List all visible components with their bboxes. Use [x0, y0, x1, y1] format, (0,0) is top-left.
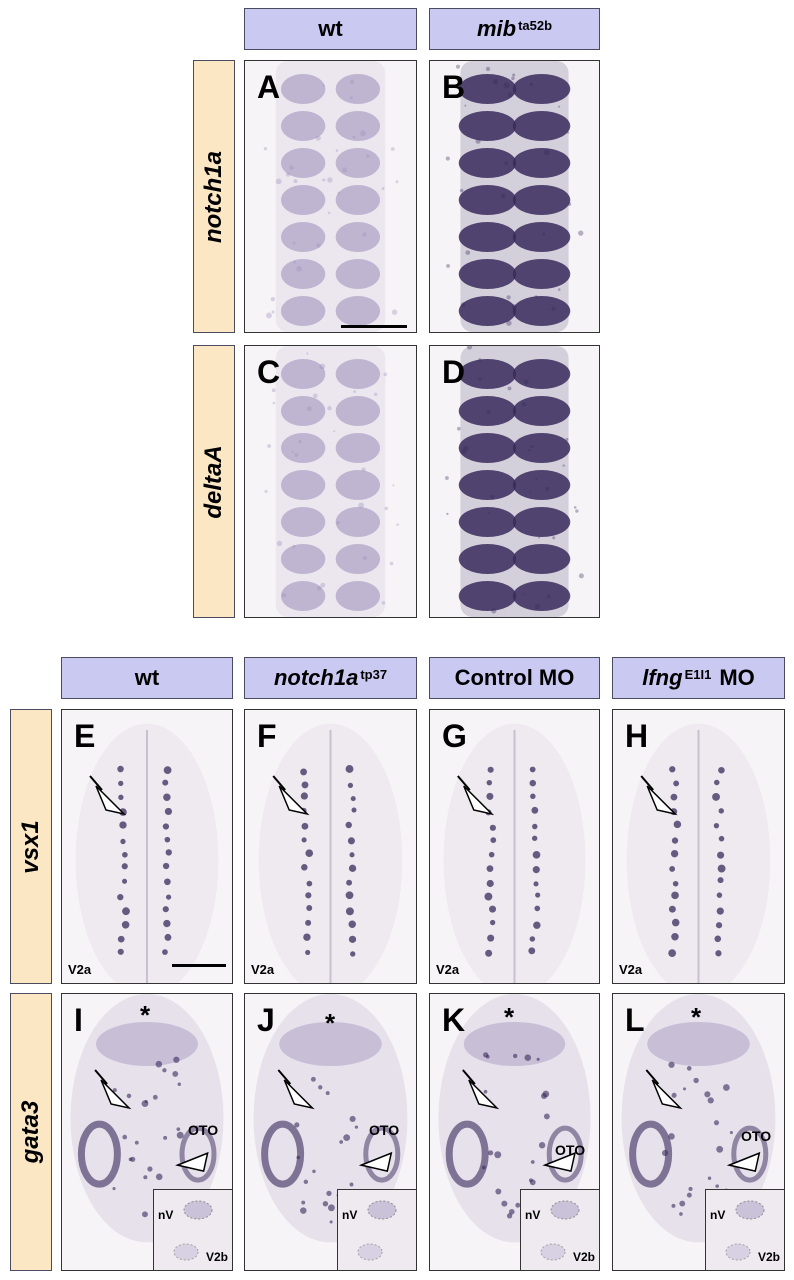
row-label-gata3: gata3	[10, 993, 52, 1271]
panel-K: K * OTO nV V2b	[429, 993, 600, 1271]
inset: nV V2b	[153, 1189, 232, 1270]
inset-v2b-label: V2b	[572, 1250, 595, 1264]
column-header-wt-top: wt	[244, 8, 417, 50]
tissue-stain	[258, 723, 403, 983]
inset-nv-label: nV	[158, 1208, 174, 1222]
panel-letter: E	[74, 718, 96, 754]
inset-v2b-label: V2b	[757, 1250, 780, 1264]
panel-J: J * OTO nV	[244, 993, 417, 1271]
header-label: lfng	[642, 665, 683, 690]
oto-label: OTO	[555, 1142, 586, 1158]
tissue-stain	[445, 61, 584, 332]
header-label: Control MO	[454, 665, 575, 690]
column-header-wt-bottom: wt	[61, 657, 233, 699]
panel-D: D	[429, 345, 600, 618]
header-label: mib	[476, 16, 517, 41]
v2a-label: V2a	[619, 962, 643, 977]
panel-H: H V2a	[612, 709, 785, 984]
panel-letter: H	[625, 718, 649, 754]
inset: nV	[337, 1189, 416, 1270]
tissue-stain	[438, 994, 591, 1243]
asterisk-marker: *	[140, 1000, 151, 1030]
tissue-stain	[264, 346, 399, 617]
panel-letter: C	[257, 354, 281, 390]
tissue-stain	[621, 994, 776, 1243]
row-label-deltaA: deltaA	[193, 345, 235, 618]
header-superscript: ta52b	[518, 17, 553, 33]
panel-C: C	[244, 345, 417, 618]
panel-letter: A	[257, 69, 281, 105]
tissue-stain	[70, 994, 224, 1243]
header-label: wt	[134, 665, 160, 690]
inset-v2b-label: V2b	[205, 1250, 228, 1264]
v2a-label: V2a	[68, 962, 92, 977]
panel-letter: B	[442, 69, 466, 105]
asterisk-marker: *	[325, 1008, 336, 1038]
row-label-vsx1: vsx1	[10, 709, 52, 984]
inset: nV V2b	[705, 1189, 784, 1270]
column-header-control-mo: Control MO	[429, 657, 600, 699]
row-label-notch1a: notch1a	[193, 60, 235, 333]
panel-E: E V2a	[61, 709, 233, 984]
inset-outlines	[357, 1200, 397, 1261]
row-label-text: notch1a	[200, 150, 227, 243]
panel-letter: F	[257, 718, 277, 754]
panel-G: G V2a	[429, 709, 600, 984]
row-label-text: gata3	[17, 1100, 44, 1164]
row-label-text: deltaA	[200, 444, 227, 519]
panel-letter: G	[442, 718, 467, 754]
panel-letter: J	[257, 1002, 275, 1038]
row-label-text: vsx1	[17, 819, 44, 874]
tissue-stain	[263, 61, 399, 332]
oto-label: OTO	[741, 1128, 772, 1144]
panel-B: B	[429, 60, 600, 333]
tissue-stain	[445, 346, 584, 617]
v2a-label: V2a	[436, 962, 460, 977]
panel-I: I * OTO nV V2b	[61, 993, 233, 1271]
header-label: notch1a	[273, 665, 359, 690]
oto-label: OTO	[188, 1122, 219, 1138]
panel-letter: I	[74, 1002, 83, 1038]
asterisk-marker: *	[504, 1002, 515, 1032]
inset-nv-label: nV	[525, 1208, 541, 1222]
tissue-stain	[75, 723, 219, 983]
panel-A: A	[244, 60, 417, 333]
header-superscript: tp37	[360, 666, 388, 682]
panel-letter: K	[442, 1002, 466, 1038]
oto-label: OTO	[369, 1122, 400, 1138]
tissue-stain	[626, 723, 771, 983]
header-superscript: E1I1	[684, 666, 712, 682]
inset-outlines	[725, 1200, 765, 1261]
panel-letter: L	[625, 1002, 645, 1038]
header-suffix: MO	[719, 665, 755, 690]
inset: nV V2b	[520, 1189, 599, 1270]
panel-L: L * OTO nV V2b	[612, 993, 785, 1271]
asterisk-marker: *	[691, 1002, 702, 1032]
scale-bar	[341, 325, 407, 328]
inset-nv-label: nV	[342, 1208, 358, 1222]
tissue-stain	[253, 994, 408, 1243]
panel-F: F V2a	[244, 709, 417, 984]
header-label: wt	[318, 16, 343, 41]
inset-outlines	[540, 1200, 580, 1261]
scale-bar	[172, 964, 226, 967]
tissue-stain	[443, 723, 586, 983]
panel-letter: D	[442, 354, 466, 390]
v2a-label: V2a	[251, 962, 275, 977]
inset-nv-label: nV	[710, 1208, 726, 1222]
inset-outlines	[173, 1200, 213, 1261]
